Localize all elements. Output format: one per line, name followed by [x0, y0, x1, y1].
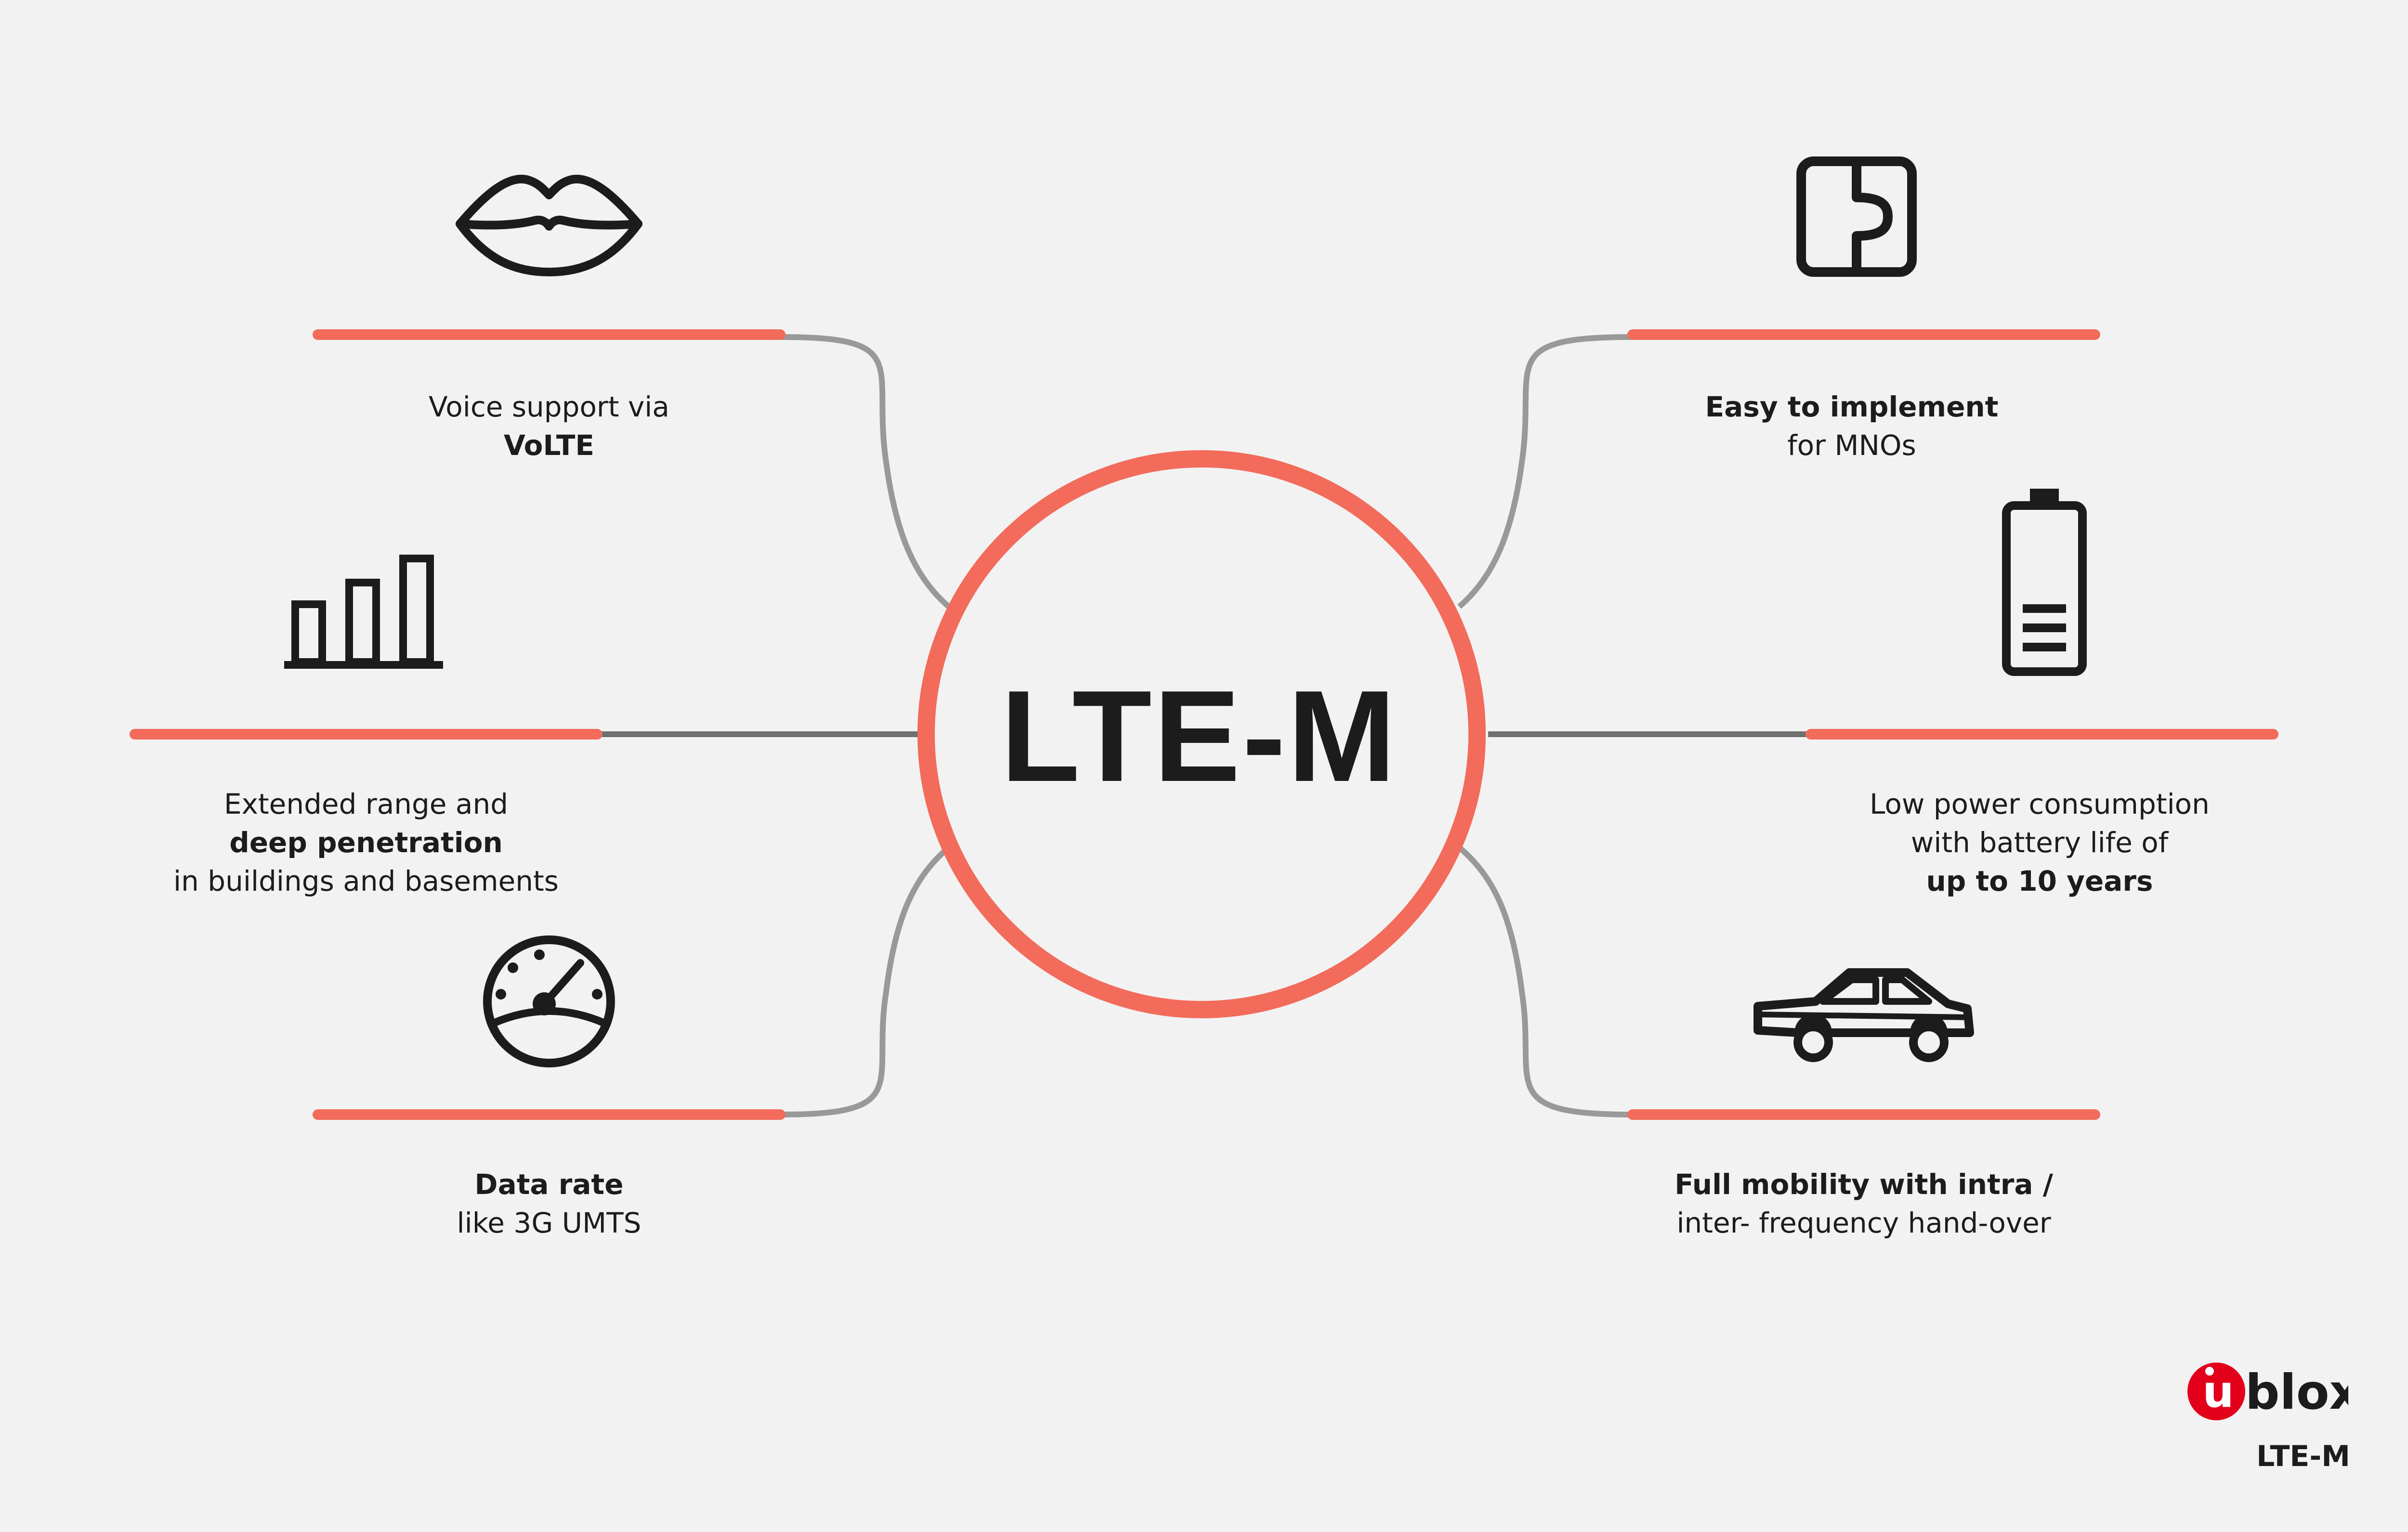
ublox-logo-u: u	[2202, 1366, 2234, 1417]
ublox-logo: u blox	[2187, 1363, 2348, 1420]
feature-text-power: Low power consumption with battery life …	[1775, 785, 2304, 900]
center-circle	[917, 450, 1486, 1018]
connector-mobility	[1457, 845, 1633, 1117]
feature-text-easy: Easy to implement for MNOs	[1587, 388, 2117, 465]
feature-text-mobility: Full mobility with intra / inter- freque…	[1599, 1165, 2129, 1242]
connector-datarate	[780, 845, 951, 1117]
feature-voice-line-1: Voice support via	[429, 390, 669, 423]
feature-text-voice: Voice support via VoLTE	[284, 388, 814, 465]
feature-power-line-1: Low power consumption	[1870, 788, 2210, 820]
feature-voice-line-2: VoLTE	[503, 429, 595, 462]
feature-range-line-1: Extended range and	[223, 788, 509, 820]
feature-mobility-line-2: inter- frequency hand-over	[1676, 1207, 2051, 1239]
feature-easy-line-1: Easy to implement	[1705, 390, 1999, 423]
feature-text-range: Extended range and deep penetration in b…	[101, 785, 631, 900]
ublox-logo-wordmark: blox	[2245, 1364, 2348, 1420]
center-title: LTE-M	[1000, 664, 1398, 809]
feature-text-datarate: Data rate like 3G UMTS	[284, 1165, 814, 1242]
feature-power-line-2: with battery life of	[1911, 826, 2169, 859]
feature-range-line-3: in buildings and basements	[173, 865, 559, 897]
lips-icon	[456, 174, 642, 276]
battery-icon	[2002, 489, 2087, 676]
connector-voice	[780, 334, 951, 609]
brand-caption: LTE-M	[2256, 1440, 2350, 1473]
car-icon	[1754, 968, 1974, 1062]
feature-power-line-3: up to 10 years	[1926, 865, 2153, 897]
feature-easy-line-2: for MNOs	[1787, 429, 1916, 462]
signal-bars-icon	[284, 555, 443, 669]
speedometer-icon	[483, 935, 615, 1067]
feature-range-line-2: deep penetration	[229, 826, 503, 859]
feature-datarate-line-1: Data rate	[474, 1168, 624, 1201]
feature-datarate-line-2: like 3G UMTS	[457, 1207, 641, 1239]
feature-mobility-line-1: Full mobility with intra /	[1675, 1168, 2053, 1201]
connector-easy	[1457, 334, 1633, 609]
sim-card-icon	[1796, 156, 1917, 277]
